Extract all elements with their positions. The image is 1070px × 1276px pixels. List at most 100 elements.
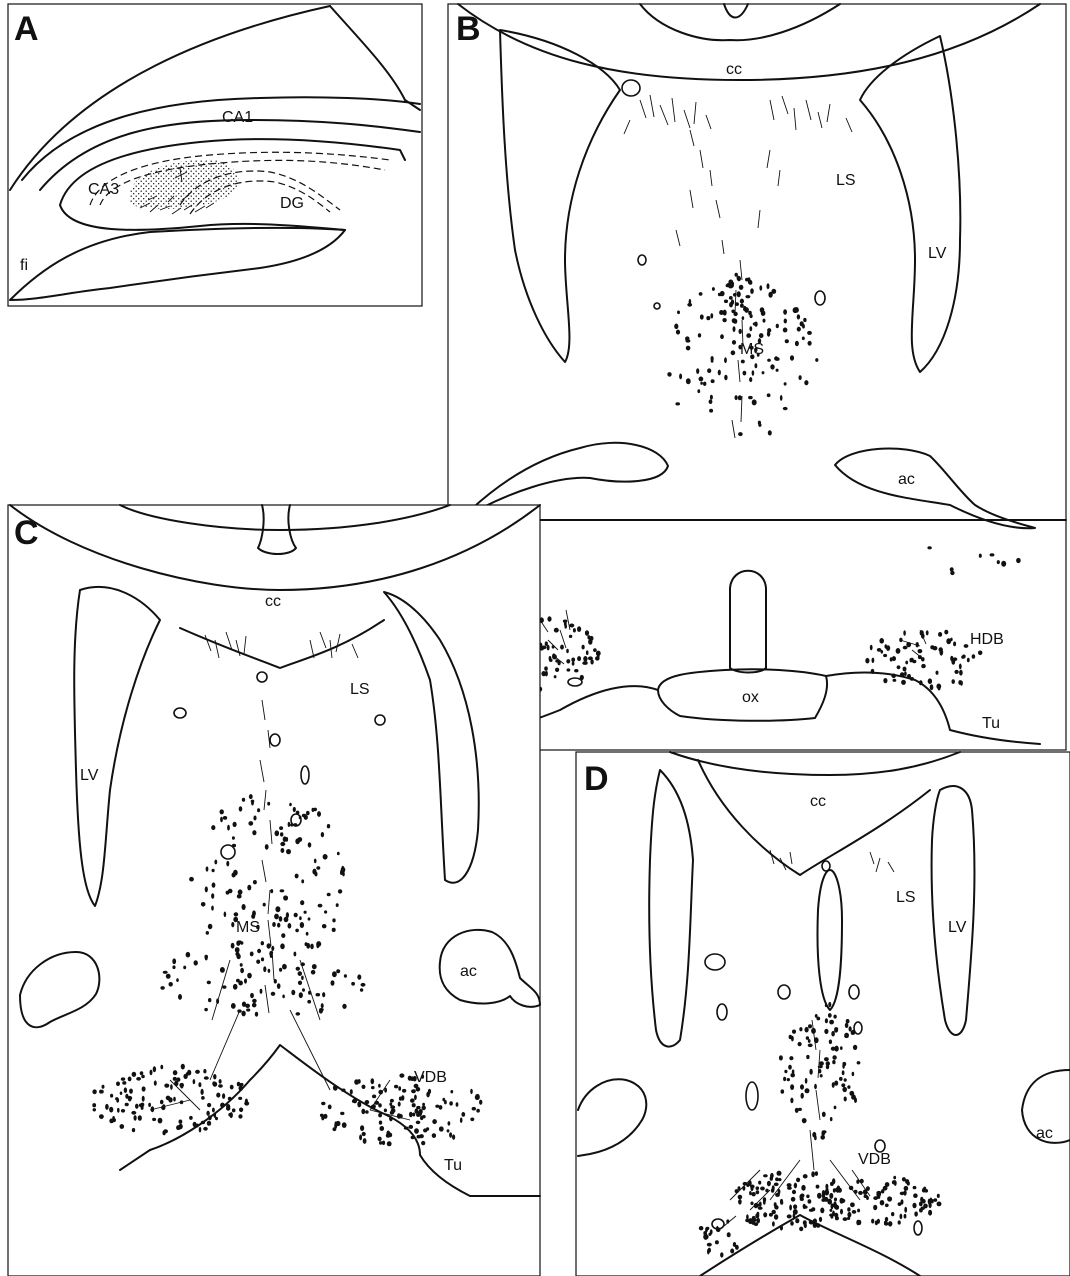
labeled-cell <box>818 1065 823 1068</box>
labeled-cell <box>337 852 340 856</box>
labeled-cell <box>384 1088 387 1093</box>
labeled-cell <box>92 1089 96 1094</box>
labeled-cell <box>382 1141 385 1145</box>
labeled-cell <box>409 1125 414 1129</box>
labeled-cell <box>712 287 715 291</box>
labeled-cell <box>953 657 958 661</box>
labeled-cell <box>711 379 715 383</box>
labeled-cell <box>215 1117 218 1120</box>
labeled-cell <box>789 1035 792 1039</box>
labeled-cell <box>913 1186 917 1189</box>
labeled-cell <box>724 375 727 381</box>
labeled-cell <box>835 1188 839 1193</box>
labeled-cell <box>832 1060 835 1064</box>
labeled-cell <box>796 1178 800 1183</box>
panel-b-letter: B <box>456 10 481 48</box>
panel-c: C cc LS LV MS ac VDB Tu <box>8 505 540 1276</box>
labeled-cell <box>685 339 690 342</box>
labeled-cell <box>549 659 553 662</box>
labeled-cell <box>767 283 770 289</box>
label-tu-c: Tu <box>444 1157 462 1174</box>
labeled-cell <box>323 854 328 860</box>
labeled-cell <box>809 1220 814 1224</box>
labeled-cell <box>834 1028 838 1032</box>
labeled-cell <box>809 1209 814 1212</box>
labeled-cell <box>414 1128 419 1134</box>
labeled-cell <box>92 1103 96 1107</box>
labeled-cell <box>554 675 557 678</box>
labeled-cell <box>398 1086 401 1091</box>
labeled-cell <box>582 661 587 665</box>
labeled-cell <box>121 1077 125 1080</box>
labeled-cell <box>746 333 751 338</box>
labeled-cell <box>703 1234 708 1240</box>
labeled-cell <box>755 363 758 368</box>
labeled-cell <box>583 656 587 662</box>
labeled-cell <box>316 993 321 996</box>
labeled-cell <box>257 808 260 812</box>
labeled-cell <box>803 1174 808 1178</box>
labeled-cell <box>814 1084 817 1089</box>
labeled-cell <box>733 326 736 332</box>
labeled-cell <box>950 571 954 575</box>
labeled-cell <box>738 1199 742 1205</box>
labeled-cell <box>790 1221 794 1226</box>
labeled-cell <box>422 1106 426 1111</box>
labeled-cell <box>847 1212 851 1218</box>
labeled-cell <box>422 1115 426 1118</box>
labeled-cell <box>99 1114 104 1119</box>
labeled-cell <box>805 1078 808 1084</box>
labeled-cell <box>804 380 808 385</box>
labeled-cell <box>686 346 691 351</box>
labeled-cell <box>207 981 211 985</box>
labeled-cell <box>801 1093 804 1099</box>
labeled-cell <box>322 992 325 997</box>
labeled-cell <box>361 983 366 987</box>
labeled-cell <box>263 966 266 972</box>
labeled-cell <box>687 303 692 307</box>
labeled-cell <box>412 1103 416 1107</box>
label-lv-c: LV <box>80 767 99 784</box>
labeled-cell <box>112 1116 115 1120</box>
labeled-cell <box>201 1096 205 1100</box>
labeled-cell <box>231 1003 236 1009</box>
labeled-cell <box>360 1125 364 1131</box>
labeled-cell <box>363 1138 367 1144</box>
labeled-cell <box>847 1085 850 1089</box>
labeled-cell <box>1001 561 1006 567</box>
labeled-cell <box>744 307 749 313</box>
labeled-cell <box>758 421 761 425</box>
labeled-cell <box>160 1100 164 1105</box>
labeled-cell <box>135 1104 139 1109</box>
vessel-c-6 <box>221 845 235 859</box>
labeled-cell <box>815 358 818 362</box>
labeled-cell <box>260 989 263 994</box>
labeled-cell <box>737 276 741 281</box>
labeled-cell <box>248 821 253 826</box>
labeled-cell <box>748 396 753 399</box>
labeled-cell <box>128 1096 132 1100</box>
labeled-cell <box>244 1101 249 1105</box>
labeled-cell <box>743 1182 748 1186</box>
labeled-cell <box>853 1045 857 1050</box>
labeled-cell <box>304 911 307 914</box>
labeled-cell <box>179 1120 183 1124</box>
labeled-cell <box>374 1101 379 1105</box>
labeled-cell <box>472 1107 476 1111</box>
labeled-cell <box>905 661 908 665</box>
labeled-cell <box>398 1114 402 1119</box>
labeled-cell <box>247 973 252 979</box>
labeled-cell <box>140 1071 144 1075</box>
labeled-cell <box>267 802 270 806</box>
labeled-cell <box>399 1097 402 1101</box>
panel-a-letter: A <box>14 10 39 48</box>
labeled-cell <box>208 924 213 929</box>
labeled-cell <box>105 1104 109 1110</box>
labeled-cell <box>271 946 274 951</box>
labeled-cell <box>351 982 355 986</box>
labeled-cell <box>822 1130 827 1133</box>
labeled-cell <box>541 671 546 676</box>
labeled-cell <box>212 1081 215 1085</box>
labeled-cell <box>785 339 789 343</box>
labeled-cell <box>808 1044 813 1048</box>
